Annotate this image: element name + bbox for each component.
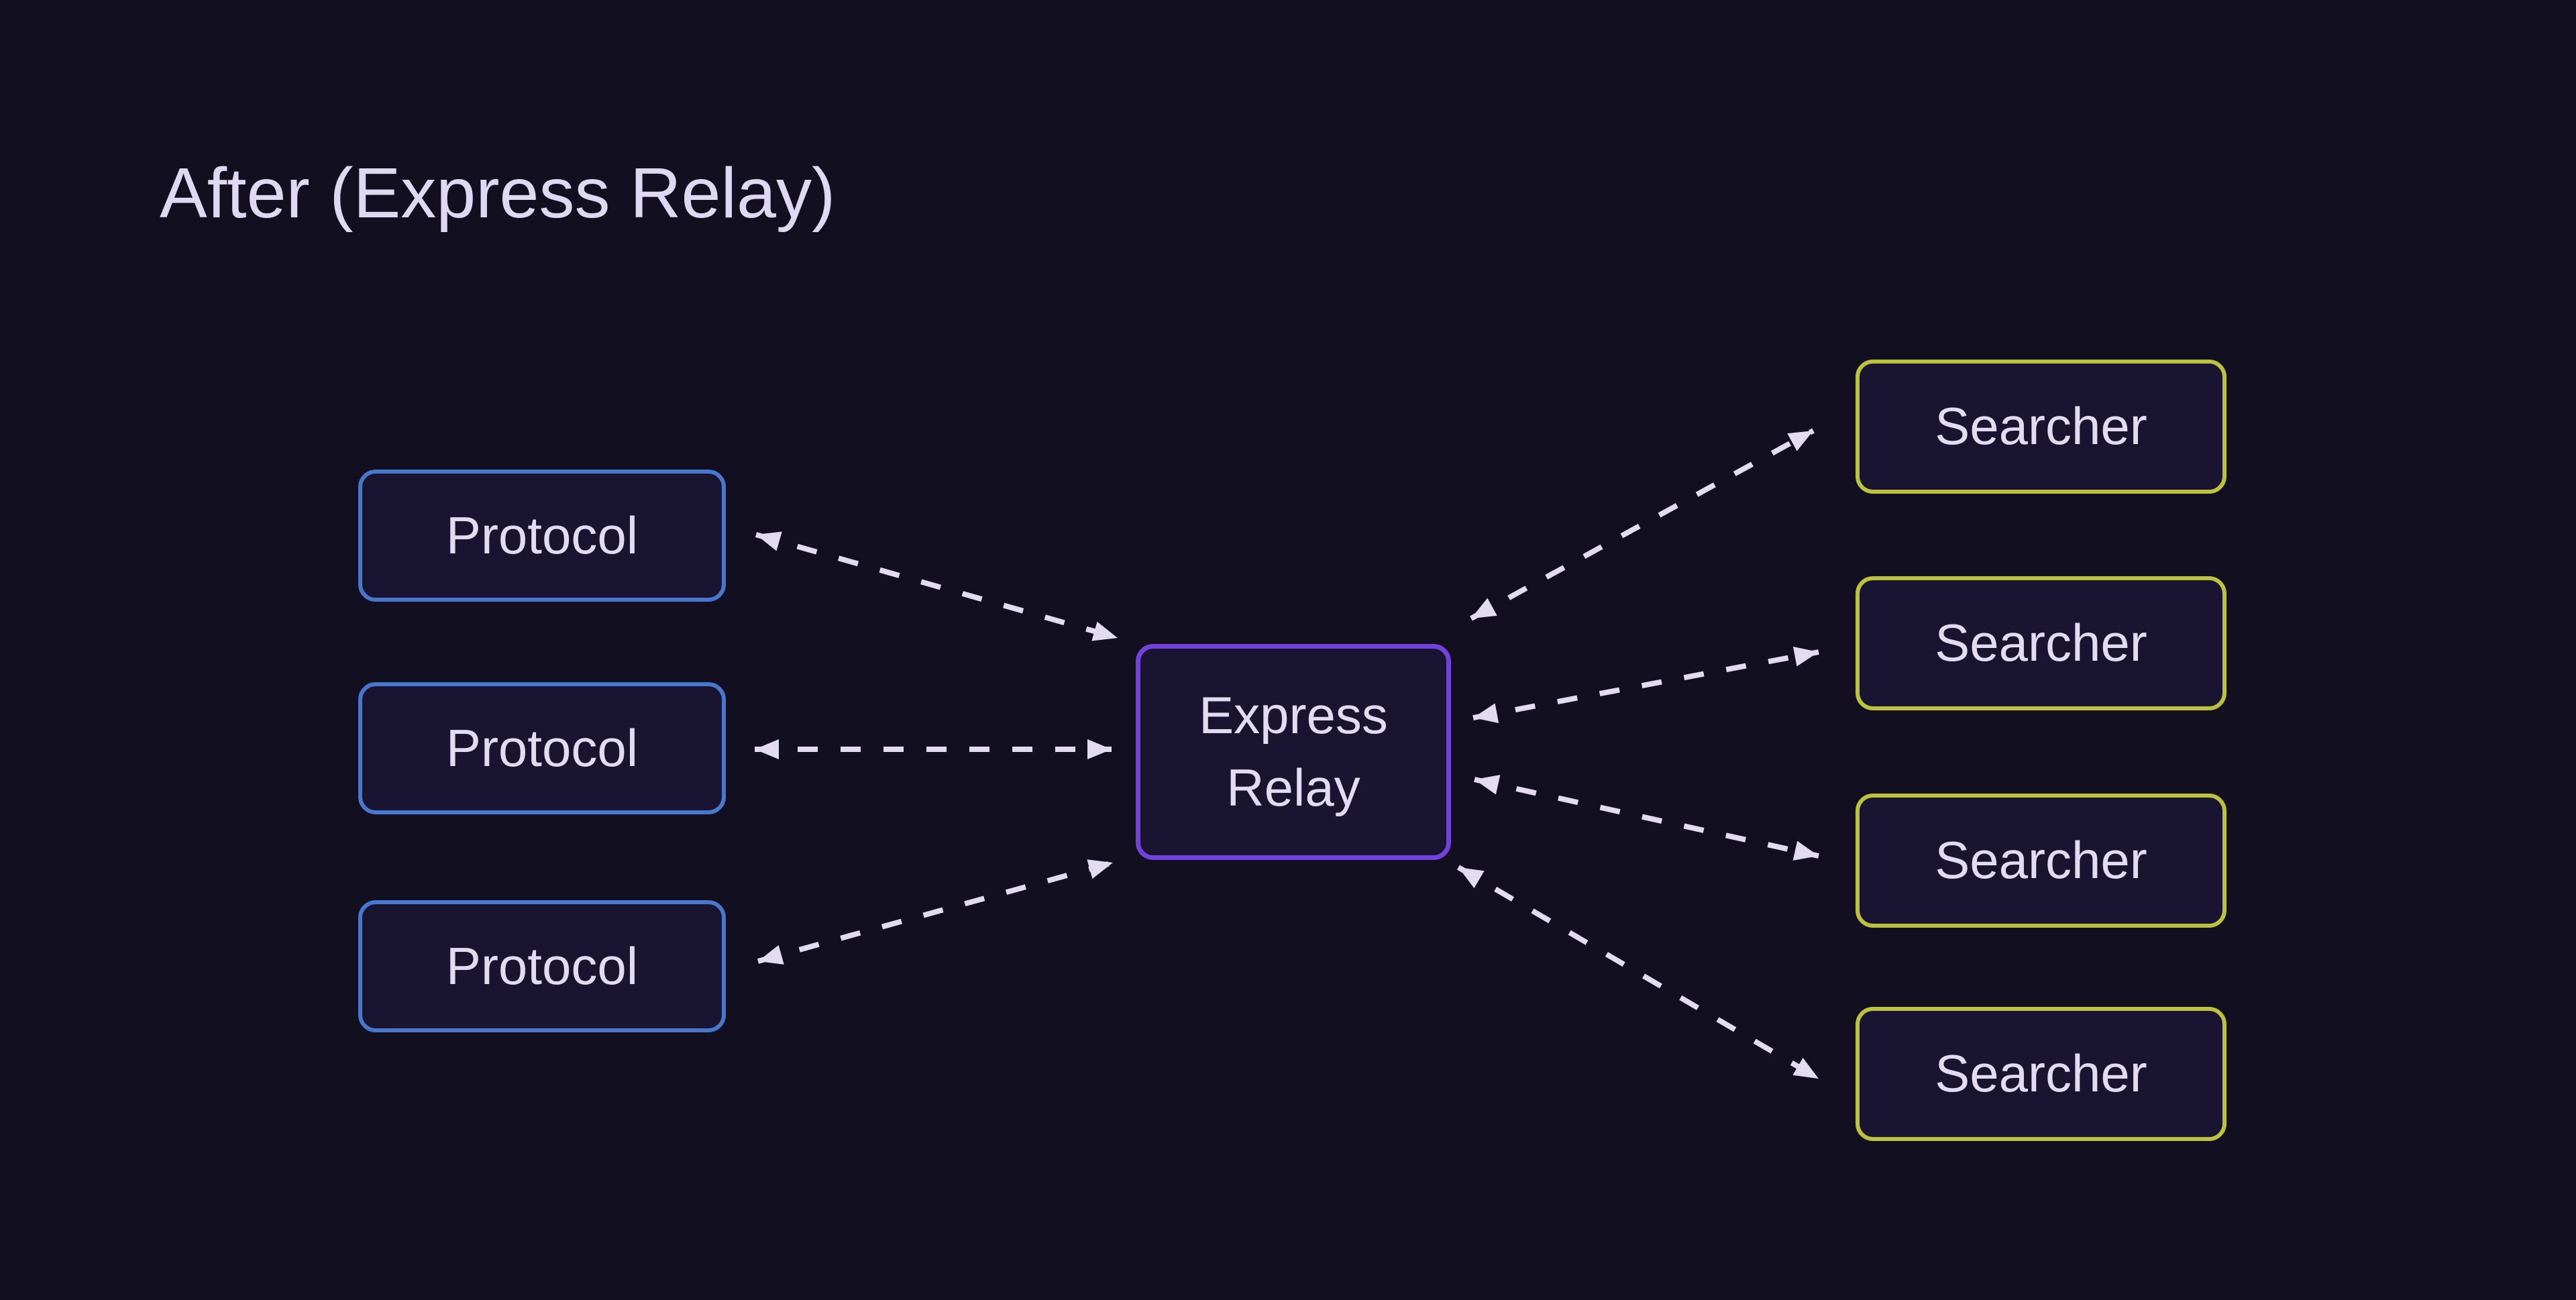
searcher-node-3-label: Searcher: [1935, 830, 2147, 890]
edge-protocol-3--express-relay: [757, 859, 1114, 965]
edge-express-relay--searcher-3: [1474, 775, 1819, 861]
edge-protocol-1--express-relay: [755, 531, 1119, 641]
searcher-node-2: Searcher: [1856, 576, 2226, 710]
searcher-node-3: Searcher: [1856, 794, 2226, 928]
express-relay-node-label: Express Relay: [1199, 686, 1388, 817]
protocol-node-1-label: Protocol: [445, 505, 639, 565]
searcher-node-2-label: Searcher: [1935, 613, 2147, 673]
searcher-node-4: Searcher: [1856, 1007, 2226, 1141]
protocol-node-3: Protocol: [358, 900, 726, 1032]
edge-express-relay--searcher-4: [1456, 865, 1821, 1081]
diagram-title: After (Express Relay): [160, 154, 836, 233]
edge-express-relay--searcher-1: [1470, 428, 1815, 621]
protocol-node-1: Protocol: [358, 470, 726, 602]
edge-express-relay--searcher-2: [1472, 646, 1819, 724]
protocol-node-2-label: Protocol: [445, 718, 639, 777]
searcher-node-1: Searcher: [1856, 360, 2226, 494]
express-relay-node: Express Relay: [1136, 644, 1451, 860]
searcher-node-1-label: Searcher: [1935, 396, 2147, 456]
searcher-node-4-label: Searcher: [1935, 1044, 2147, 1103]
protocol-node-2: Protocol: [358, 682, 726, 814]
protocol-node-3-label: Protocol: [445, 936, 639, 995]
